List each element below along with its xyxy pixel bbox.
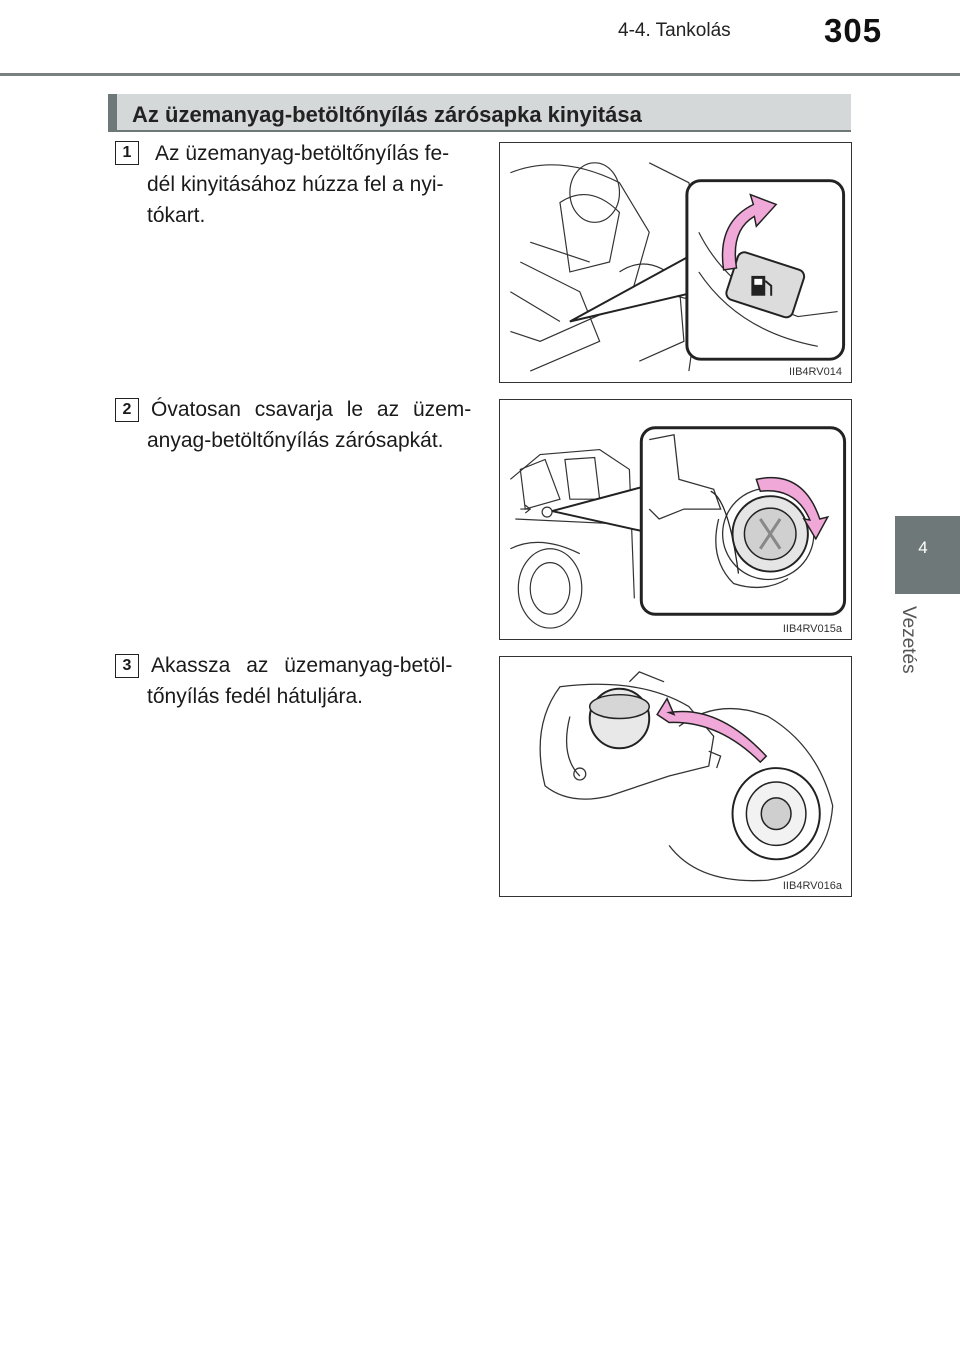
step-3-line-2: tőnyílás fedél hátuljára. <box>147 685 363 708</box>
step-text-2: Óvatosan csavarja le az üzem- anyag-betö… <box>147 394 473 456</box>
step-2-line-1: Óvatosan csavarja le az üzem- <box>151 398 472 421</box>
step-3-line-1: Akassza az üzemanyag-betöl- <box>151 654 453 677</box>
step-1-line-3: tókart. <box>147 204 206 227</box>
step-2-line-2: anyag-betöltőnyílás zárósapkát. <box>147 429 444 452</box>
page-number: 305 <box>824 12 883 49</box>
chapter-side-label: Vezetés <box>898 606 933 686</box>
chapter-title: 4-4. Tankolás <box>618 20 731 41</box>
section-title: Az üzemanyag-betöltőnyílás zárósapka kin… <box>132 102 642 127</box>
figure-code-3: IIB4RV016a <box>780 880 844 892</box>
header-divider <box>0 73 960 76</box>
curved-arrow-icon <box>721 193 778 271</box>
chapter-tab <box>895 516 960 594</box>
chapter-tab-number: 4 <box>918 538 928 557</box>
step-number-2: 2 <box>115 398 139 422</box>
section-header: Az üzemanyag-betöltőnyílás zárósapka kin… <box>108 94 851 132</box>
curved-arrow-icon <box>656 697 768 764</box>
fuel-door-illustration <box>539 671 834 882</box>
figure-fuel-opener-lever: IIB4RV014 <box>499 142 852 383</box>
chapter-side-label-text: Vezetés <box>898 606 919 674</box>
figure-code-1: IIB4RV014 <box>786 366 844 378</box>
step-number-1: 1 <box>115 141 139 165</box>
figure-cap-hook: IIB4RV016a <box>499 656 852 897</box>
figure-code-2: IIB4RV015a <box>780 623 844 635</box>
car-side-illustration <box>510 426 847 629</box>
step-1-line-1: Az üzemanyag-betöltőnyílás fe- <box>155 142 450 165</box>
fuel-pump-icon <box>751 275 773 296</box>
figure-fuel-cap-unscrew: IIB4RV015a <box>499 399 852 640</box>
step-number-3: 3 <box>115 654 139 678</box>
step-text-1: Az üzemanyag-betöltőnyílás fe- dél kinyi… <box>147 138 473 231</box>
interior-illustration <box>510 162 846 372</box>
curved-arrow-icon <box>755 477 830 541</box>
step-1-line-2: dél kinyitásához húzza fel a nyi- <box>147 173 444 196</box>
step-text-3: Akassza az üzemanyag-betöl- tőnyílás fed… <box>147 650 473 712</box>
